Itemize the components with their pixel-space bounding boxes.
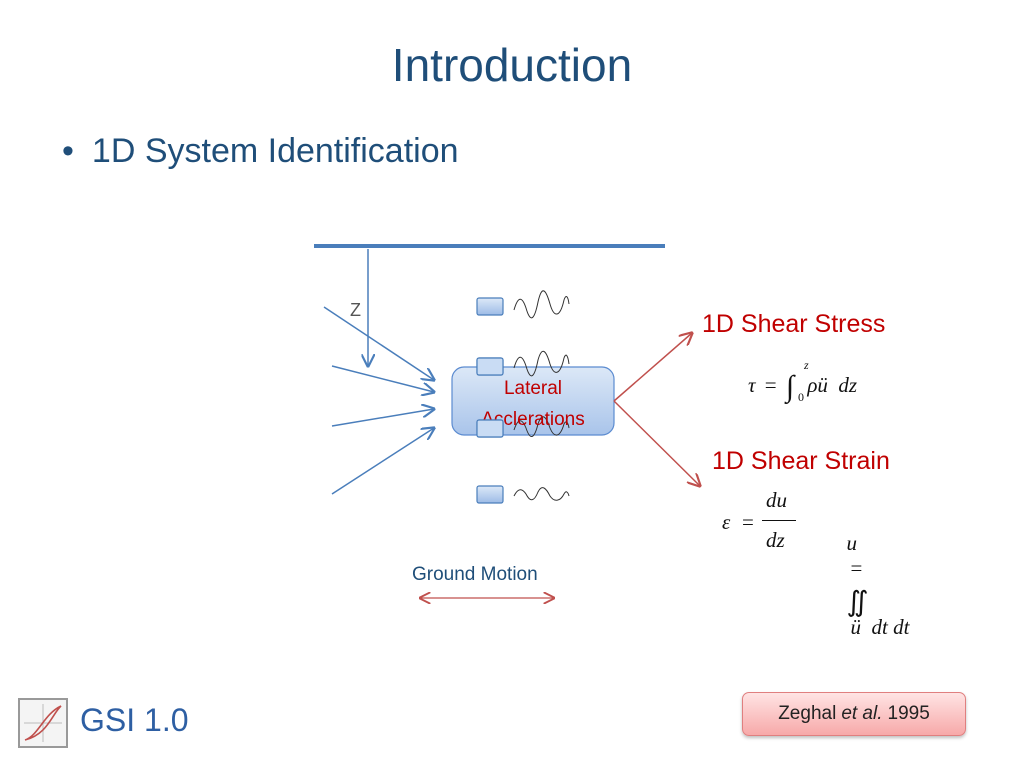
eq-disp-lhs: u (846, 531, 858, 555)
sensor (476, 357, 504, 376)
displacement-equation: u = ∬ ü dt dt (836, 506, 910, 640)
eq-strain-numerator: du (766, 488, 787, 512)
sensor (476, 419, 504, 438)
eq-stress-body: ρü dz (807, 373, 858, 397)
eq-strain-lhs: ε (722, 510, 731, 534)
lateral-label-line2: Acclerations (481, 409, 585, 430)
acceleration-wave (513, 487, 570, 501)
bullet-text: 1D System Identification (91, 132, 459, 170)
shear-stress-title: 1D Shear Stress (702, 310, 886, 338)
lateral-label-line1: Lateral (503, 378, 563, 399)
ref-author: Zeghal (778, 703, 837, 724)
input-arrow (323, 306, 434, 380)
sensor (476, 297, 504, 316)
ref-year: 1995 (887, 703, 930, 724)
acceleration-wave (513, 350, 570, 377)
sensor (476, 485, 504, 504)
acceleration-wave (513, 290, 570, 319)
stress-arrow (613, 333, 692, 402)
strain-arrow (613, 400, 700, 486)
hysteresis-loop-icon (24, 704, 62, 742)
eq-disp-integral: ∬ (846, 587, 869, 618)
bullet-dot: • (62, 132, 74, 170)
depth-label: Z (350, 300, 361, 320)
ref-et-al: et al. (841, 703, 883, 724)
bullet-item: • 1D System Identification (62, 132, 459, 171)
slide-title: Introduction (391, 39, 633, 91)
lateral-accelerations-label: Lateral Acclerations (452, 373, 614, 435)
eq-stress-lower-limit: 0 (798, 390, 804, 404)
eq-disp-equals: = (850, 556, 863, 580)
eq-stress-equals: = (764, 373, 777, 397)
ground-motion-label: Ground Motion (412, 564, 538, 585)
eq-strain-fraction-bar (762, 520, 796, 521)
eq-strain-denominator: dz (766, 528, 785, 552)
eq-stress-lhs: τ (748, 373, 756, 397)
gsi-brand-label: GSI 1.0 (80, 702, 189, 738)
input-arrow (331, 409, 434, 427)
shear-stress-equation: τ = ∫ z 0 ρü dz (748, 358, 858, 404)
eq-strain-equals: = (742, 510, 754, 534)
eq-disp-body: ü dt dt (850, 615, 910, 639)
acceleration-wave (513, 416, 570, 437)
eq-stress-integral: ∫ (785, 370, 795, 403)
shear-strain-title: 1D Shear Strain (712, 447, 890, 475)
gsi-logo-icon (18, 698, 68, 748)
reference-badge: Zeghal et al. 1995 (742, 692, 966, 736)
eq-stress-upper-limit: z (804, 358, 809, 372)
input-arrow (331, 365, 434, 392)
input-arrow (331, 428, 434, 495)
